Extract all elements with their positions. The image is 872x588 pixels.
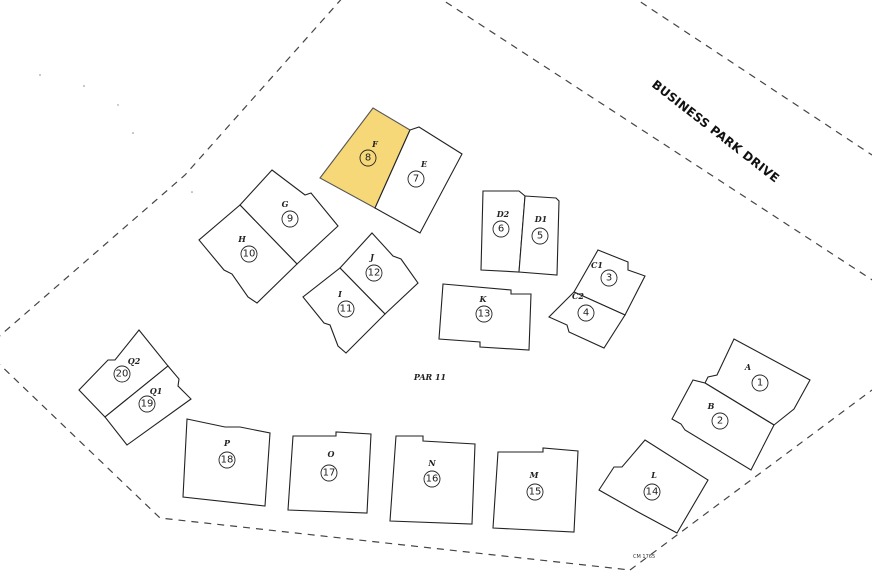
building-L-letter: L <box>650 470 657 480</box>
building-K-number-circle <box>475 305 493 323</box>
building-M[interactable]: M 15 <box>492 447 579 533</box>
building-E-letter: E <box>420 159 428 169</box>
building-C2-letter: C2 <box>572 291 584 301</box>
parcel-boundary <box>0 0 872 571</box>
building-H-footprint <box>198 204 298 304</box>
street-label: BUSINESS PARK DRIVE <box>649 77 782 185</box>
building-B-letter: B <box>707 401 715 411</box>
building-I-number: 11 <box>340 304 353 315</box>
building-F-number-circle <box>359 149 377 167</box>
building-N-number: 16 <box>426 474 439 485</box>
building-M-number-circle <box>526 483 544 501</box>
building-I-number-circle <box>337 300 355 318</box>
building-B-number: 2 <box>717 416 723 427</box>
building-J-number: 12 <box>368 268 381 279</box>
building-J-number-circle <box>365 264 383 282</box>
building-M-letter: M <box>529 470 540 480</box>
building-C1-number-circle <box>600 269 618 287</box>
building-Q2-number-circle <box>113 365 131 383</box>
building-L-number-circle <box>643 483 661 501</box>
map-reference-label: CM 1765 <box>633 554 655 560</box>
building-N-footprint <box>389 435 476 525</box>
building-H-number-circle <box>240 245 258 263</box>
building-C2[interactable]: C2 4 <box>548 291 626 349</box>
parcel-label: PAR 11 <box>413 372 446 382</box>
building-E-number-circle <box>407 170 425 188</box>
building-L[interactable]: L 14 <box>598 439 709 534</box>
building-H-letter: H <box>237 234 246 244</box>
building-P[interactable]: P 18 <box>182 418 271 507</box>
building-D2[interactable]: D2 6 <box>480 190 526 273</box>
building-Q1-letter: Q1 <box>150 386 163 396</box>
building-N-letter: N <box>427 458 436 468</box>
building-C2-footprint <box>548 291 626 349</box>
building-Q1-number-circle <box>138 395 156 413</box>
building-E-number: 7 <box>413 174 419 185</box>
building-O[interactable]: O 17 <box>287 431 372 514</box>
building-K[interactable]: K 13 <box>438 283 532 351</box>
building-Q2-number: 20 <box>116 369 129 380</box>
building-I-letter: I <box>337 289 342 299</box>
building-L-number: 14 <box>646 487 659 498</box>
building-H[interactable]: H 10 <box>198 204 298 304</box>
building-O-footprint <box>287 431 372 514</box>
building-O-letter: O <box>328 449 335 459</box>
building-P-number-circle <box>218 451 236 469</box>
building-K-number: 13 <box>478 309 491 320</box>
building-N-number-circle <box>423 470 441 488</box>
building-A-letter: A <box>744 362 751 372</box>
building-G-letter: G <box>282 199 289 209</box>
building-D2-number: 6 <box>498 224 504 235</box>
building-M-footprint <box>492 447 579 533</box>
building-A-number-circle <box>751 374 769 392</box>
scan-specks <box>39 74 193 193</box>
building-F-number: 8 <box>365 153 371 164</box>
building-C1-letter: C1 <box>591 260 603 270</box>
building-D2-letter: D2 <box>496 209 510 219</box>
building-D2-number-circle <box>492 220 510 238</box>
building-E[interactable]: E 7 <box>374 126 463 234</box>
building-Q1-footprint <box>104 365 192 446</box>
building-B-footprint <box>671 379 775 471</box>
building-C2-number: 4 <box>583 308 589 319</box>
building-D1-footprint <box>518 195 560 276</box>
building-G-number-circle <box>281 210 299 228</box>
building-I[interactable]: I 11 <box>302 267 386 354</box>
building-P-letter: P <box>223 438 231 448</box>
building-D1-number: 5 <box>537 231 543 242</box>
building-J-letter: J <box>368 252 375 262</box>
building-F-letter: F <box>371 139 379 149</box>
building-A-number: 1 <box>757 378 763 389</box>
building-Q1-number: 19 <box>141 399 154 410</box>
building-H-number: 10 <box>243 249 256 260</box>
building-Q1[interactable]: Q1 19 <box>104 365 192 446</box>
building-D1-letter: D1 <box>534 214 548 224</box>
building-B-number-circle <box>711 412 729 430</box>
building-G-number: 9 <box>287 214 293 225</box>
building-K-footprint <box>438 283 532 351</box>
building-D1-number-circle <box>531 227 549 245</box>
building-C1-number: 3 <box>606 273 612 284</box>
building-P-number: 18 <box>221 455 234 466</box>
building-D1[interactable]: D1 5 <box>518 195 560 276</box>
building-L-footprint <box>598 439 709 534</box>
building-O-number-circle <box>320 464 338 482</box>
building-P-footprint <box>182 418 271 507</box>
building-I-footprint <box>302 267 386 354</box>
building-Q2-letter: Q2 <box>128 356 141 366</box>
building-N[interactable]: N 16 <box>389 435 476 525</box>
building-E-footprint <box>374 126 463 234</box>
building-B[interactable]: B 2 <box>671 379 775 471</box>
building-M-number: 15 <box>529 487 542 498</box>
building-K-letter: K <box>479 294 488 304</box>
building-C2-number-circle <box>577 304 595 322</box>
building-O-number: 17 <box>323 468 336 479</box>
